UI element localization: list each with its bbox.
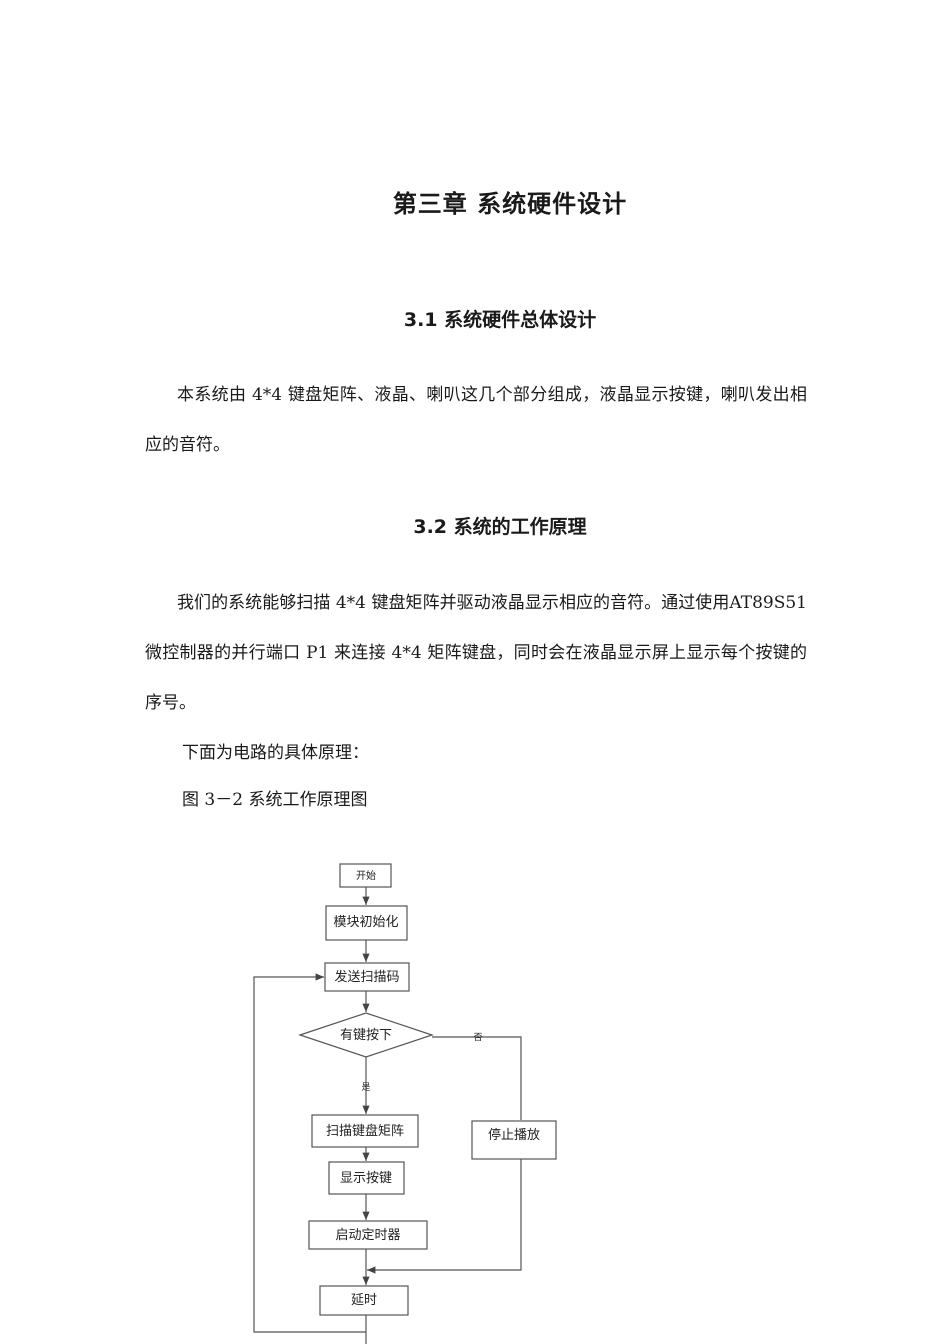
flow-send-label: 发送扫描码	[334, 969, 399, 985]
section-heading-3-1: 3.1 系统硬件总体设计	[403, 309, 597, 331]
flow-init-label: 模块初始化	[333, 915, 398, 930]
flow-delay-box	[319, 1285, 409, 1316]
flow-stop-box	[471, 1120, 557, 1160]
flow-decision-diamond	[298, 1012, 434, 1058]
flow-start-label: 开始	[356, 869, 376, 882]
section-1-paragraph: 本系统由 4*4 键盘矩阵、液晶、喇叭这几个部分组成，液晶显示按键，喇叭发出相应…	[145, 385, 807, 455]
flow-send-box	[324, 962, 410, 992]
flow-scan-box	[311, 1114, 419, 1148]
circuit-intro-line: 下面为电路的具体原理：	[182, 743, 369, 763]
flow-stop-label: 停止播放	[488, 1127, 540, 1143]
chapter-title: 第三章 系统硬件设计	[392, 190, 628, 218]
figure-caption: 图 3－2 系统工作原理图	[182, 790, 368, 810]
flow-delay-label: 延时	[351, 1293, 377, 1308]
flow-timer-label: 启动定时器	[335, 1228, 400, 1243]
flow-scan-label: 扫描键盘矩阵	[326, 1123, 404, 1139]
flow-display-label: 显示按键	[340, 1171, 392, 1186]
flow-decision-label: 有键按下	[340, 1028, 392, 1043]
flow-yes-label: 是	[361, 1082, 370, 1093]
flow-no-label: 否	[473, 1032, 482, 1043]
section-heading-3-2: 3.2 系统的工作原理	[413, 516, 587, 538]
section-2-paragraph: 我们的系统能够扫描 4*4 键盘矩阵并驱动液晶显示相应的音符。通过使用AT89S…	[145, 593, 807, 713]
flow-timer-box	[308, 1220, 428, 1250]
flow-init-box	[325, 905, 408, 941]
